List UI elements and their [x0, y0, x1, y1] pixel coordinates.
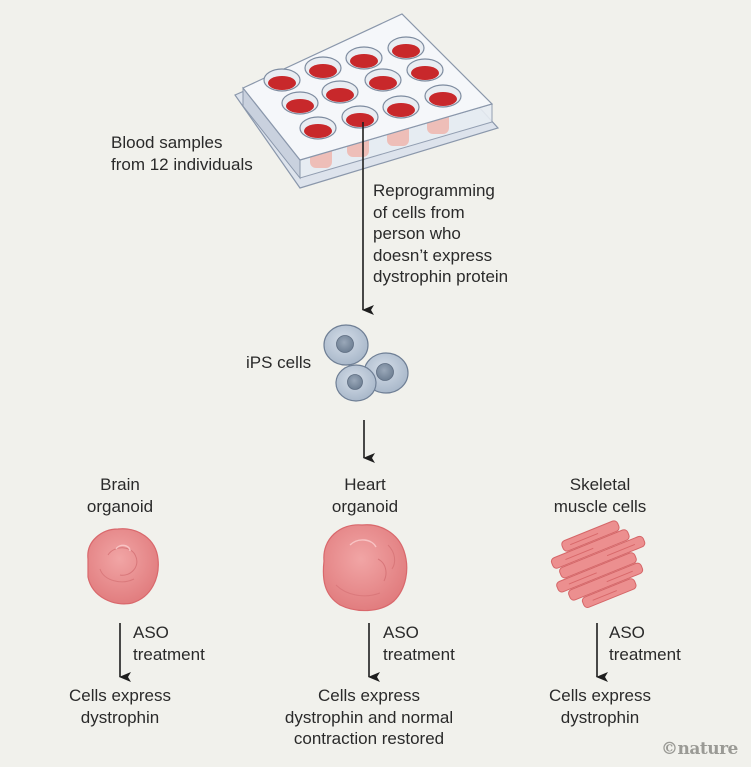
brain-treatment-label: ASO treatment — [133, 623, 205, 664]
heart-organoid-title: Heart organoid — [331, 475, 399, 516]
nature-credit: ©nature — [661, 739, 738, 759]
well-plate-icon — [234, 13, 500, 189]
brain-organoid-icon — [87, 528, 159, 605]
stem-cells-icon — [323, 324, 409, 402]
brain-result-label: Cells express dystrophin — [68, 686, 172, 727]
heart-organoid-icon — [322, 524, 408, 612]
brain-organoid-title: Brain organoid — [86, 475, 154, 516]
reprogramming-label: Reprogramming of cells from person who d… — [373, 181, 509, 286]
muscle-treatment-label: ASO treatment — [609, 623, 681, 664]
muscle-cells-icon — [550, 520, 646, 608]
muscle-cells-title: Skeletal muscle cells — [553, 475, 647, 516]
muscle-result-label: Cells express dystrophin — [548, 686, 652, 727]
ips-cells-label: iPS cells — [246, 353, 312, 372]
heart-result-label: Cells express dystrophin and normal cont… — [284, 686, 454, 748]
source-label: Blood samples from 12 individuals — [111, 133, 253, 174]
heart-treatment-label: ASO treatment — [383, 623, 455, 664]
